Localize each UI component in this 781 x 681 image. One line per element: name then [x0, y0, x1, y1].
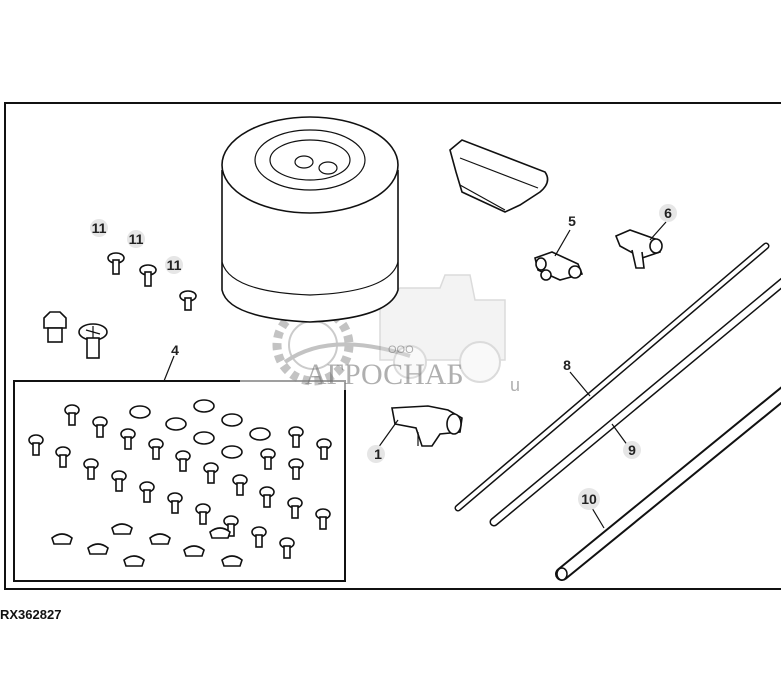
callout-10: 10	[578, 488, 600, 510]
callout-11c: 11	[165, 256, 183, 274]
callout-1-label: 1	[374, 446, 382, 462]
watermark-company-name: АГРОСНАБ	[305, 358, 464, 391]
tee-fitting-5	[534, 251, 584, 281]
fastener-kit-contents	[28, 399, 332, 567]
diagram-frame	[4, 102, 781, 590]
callout-6-label: 6	[664, 205, 672, 221]
callout-8: 8	[563, 357, 571, 373]
callout-9-label: 9	[628, 442, 636, 458]
elbow-fitting-1	[391, 405, 463, 447]
callout-8-label: 8	[563, 357, 571, 373]
screw-11b	[139, 264, 157, 287]
callout-1: 1	[367, 445, 385, 463]
leader-lines	[163, 221, 667, 529]
fastener-kit-frame	[13, 380, 346, 582]
tube-8	[454, 242, 770, 512]
callout-5-label: 5	[568, 213, 576, 229]
callout-4: 4	[171, 342, 179, 358]
harvester-silhouette-icon	[379, 274, 506, 383]
watermark-prefix: ООО	[388, 344, 414, 356]
callout-11b-label: 11	[129, 231, 144, 247]
hex-plug	[43, 311, 67, 343]
callout-5: 5	[568, 213, 576, 229]
figure-id: RX362827	[0, 607, 61, 622]
callout-6: 6	[659, 204, 677, 222]
tube-cutter	[449, 139, 549, 213]
gear-logo-icon	[272, 304, 411, 386]
phillips-screw	[78, 323, 108, 359]
screw-11a	[107, 252, 125, 275]
callout-11c-label: 11	[167, 257, 182, 273]
callout-11a-label: 11	[92, 220, 107, 236]
callout-4-label: 4	[171, 342, 179, 358]
tube-9	[489, 277, 781, 527]
callout-9: 9	[623, 441, 641, 459]
screw-11c	[179, 290, 197, 311]
callout-10-label: 10	[581, 491, 597, 507]
callout-11a: 11	[90, 219, 108, 237]
tube-10	[555, 386, 781, 581]
tee-fitting-6	[614, 229, 663, 269]
callout-11b: 11	[127, 230, 145, 248]
watermark-suffix: u	[510, 375, 520, 395]
canister	[221, 116, 399, 323]
